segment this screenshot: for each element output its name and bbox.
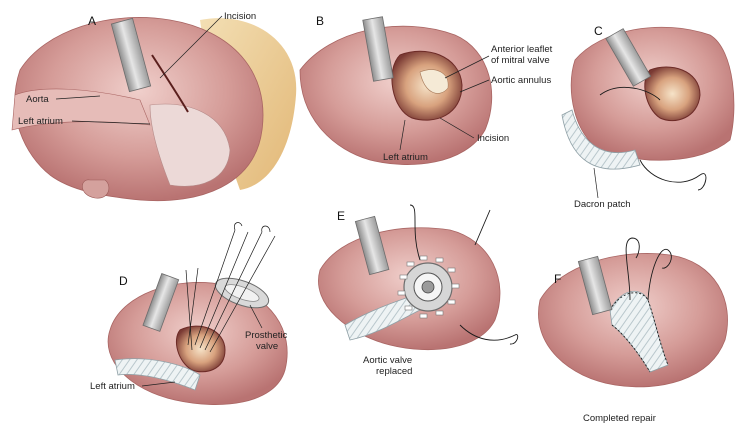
leader-line: [55, 95, 101, 100]
panel-letter: A: [88, 14, 96, 28]
label-aortic-valve-replaced: Aortic valve: [363, 355, 412, 366]
retractor: [142, 273, 180, 332]
label-aortic-valve-replaced: replaced: [376, 366, 412, 377]
panel-e: E Aortic valve replaced: [318, 204, 519, 377]
label-completed-repair: Completed repair: [583, 413, 656, 424]
leader-line: [444, 55, 490, 79]
leader-line: [141, 381, 176, 387]
appendage: [82, 179, 110, 199]
panel-letter: B: [316, 14, 324, 28]
dacron-patch: [561, 109, 641, 170]
panel-d: D Prosthetic valve Left atrium: [90, 222, 288, 405]
retractor: [577, 255, 613, 316]
panel-letter: F: [554, 272, 561, 286]
leader-line: [71, 120, 151, 125]
label-incision: Incision: [477, 133, 509, 144]
suture: [625, 237, 672, 301]
label-prosthetic-valve: valve: [256, 341, 278, 352]
leader-line: [439, 117, 475, 139]
retractor: [362, 16, 394, 82]
suture: [409, 204, 519, 345]
label-incision: Incision: [224, 11, 256, 22]
label-aortic-annulus: Aortic annulus: [491, 75, 551, 86]
leader-line: [249, 304, 263, 329]
panel-letter: C: [594, 24, 603, 38]
label-left-atrium: Left atrium: [90, 381, 135, 392]
label-prosthetic-valve: Prosthetic: [245, 330, 287, 341]
panel-a: A Incision Aorta Left atrium: [11, 11, 297, 202]
incision-line: [151, 54, 189, 113]
aorta: [11, 88, 151, 131]
label-left-atrium: Left atrium: [383, 152, 428, 163]
label-left-atrium: Left atrium: [18, 116, 63, 127]
dacron-patch: [114, 358, 201, 391]
suture-line: [609, 292, 669, 373]
sutures: [185, 222, 276, 353]
panel-letter: D: [119, 274, 128, 288]
panel-f: F Completed repair: [538, 237, 728, 424]
retractor: [110, 17, 152, 93]
leader-line: [159, 15, 223, 79]
label-aorta: Aorta: [26, 94, 49, 105]
anterior-leaflet: [419, 69, 449, 94]
retractor: [605, 28, 652, 87]
suture: [599, 86, 707, 191]
label-anterior-leaflet: of mitral valve: [491, 55, 550, 66]
label-dacron-patch: Dacron patch: [574, 199, 631, 210]
retractor: [354, 215, 390, 276]
left-atrium: [149, 103, 231, 187]
panel-letter: E: [337, 209, 345, 223]
pledgets: [397, 255, 460, 319]
prosthetic-valve-disc: [421, 280, 435, 294]
panel-b: B Anterior leaflet of mitral valve Aorti…: [299, 14, 553, 165]
panel-c: C Dacron patch: [561, 24, 735, 210]
label-anterior-leaflet: Anterior leaflet: [491, 44, 553, 55]
aortic-opening: [644, 66, 701, 122]
leader-line: [593, 167, 599, 199]
leader-line: [459, 79, 490, 93]
leader-line: [399, 119, 406, 151]
